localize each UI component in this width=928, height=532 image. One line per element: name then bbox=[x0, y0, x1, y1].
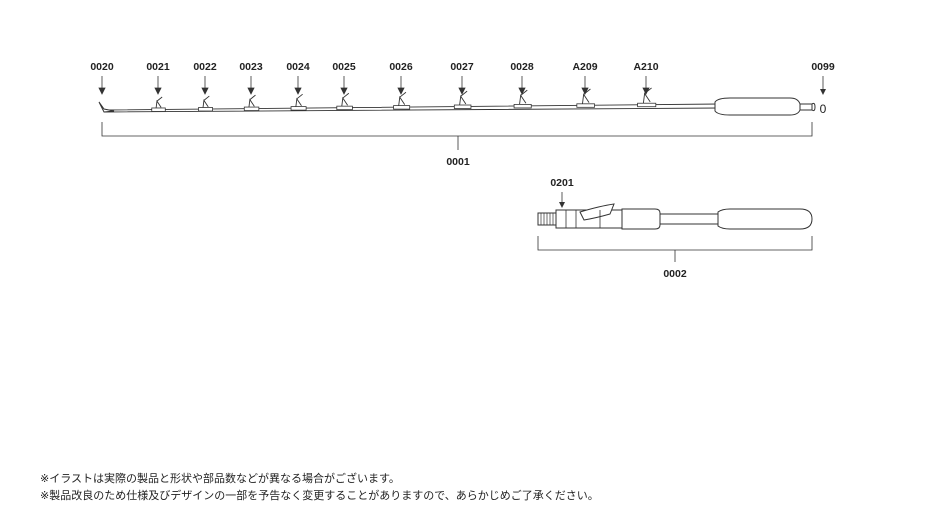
label-0023: 0023 bbox=[239, 61, 263, 73]
guide-foot-0023 bbox=[243, 106, 260, 111]
label-A209: A209 bbox=[572, 61, 597, 73]
arrow-head-0027 bbox=[458, 87, 466, 95]
arrow-head-0023 bbox=[247, 87, 255, 95]
note-1: ※イラストは実際の製品と形状や部品数などが異なる場合がございます。 bbox=[40, 472, 400, 485]
butt-rear-grip bbox=[717, 208, 813, 230]
arrow-head-0028 bbox=[518, 87, 526, 95]
guide-foot-0025 bbox=[336, 105, 353, 111]
butt-section bbox=[537, 203, 813, 230]
label-A210: A210 bbox=[633, 61, 658, 73]
label-0025: 0025 bbox=[332, 61, 356, 73]
label-0024: 0024 bbox=[286, 61, 310, 73]
arrow-head-0025 bbox=[340, 87, 348, 95]
guide-foot-A210 bbox=[637, 102, 657, 108]
label-0002: 0002 bbox=[663, 268, 687, 280]
tip-part-arrows bbox=[98, 76, 650, 95]
butt-reel-hood bbox=[579, 203, 615, 221]
end-symbol: 0 bbox=[820, 102, 827, 116]
guide-foot-0022 bbox=[198, 107, 213, 112]
label-0020: 0020 bbox=[90, 61, 114, 73]
butt-thread-lines bbox=[540, 213, 554, 225]
guide-0026 bbox=[393, 91, 410, 108]
label-0021: 0021 bbox=[146, 61, 170, 73]
label-0099: 0099 bbox=[811, 61, 835, 73]
guide-foot-0027 bbox=[453, 104, 472, 109]
arrow-0201-head bbox=[559, 202, 565, 208]
arrow-head-0020 bbox=[98, 87, 106, 95]
guide-0022 bbox=[198, 95, 213, 110]
arrow-head-0021 bbox=[154, 87, 162, 95]
guide-0024 bbox=[291, 93, 307, 109]
guide-0023 bbox=[244, 94, 259, 110]
butt-seat-rings bbox=[565, 210, 601, 228]
label-0201: 0201 bbox=[550, 177, 574, 189]
butt-shaft bbox=[659, 213, 719, 225]
arrow-head-0022 bbox=[201, 87, 209, 95]
bracket-0002 bbox=[537, 236, 813, 262]
arrow-head-A209 bbox=[581, 87, 589, 95]
tip-blank bbox=[103, 103, 721, 113]
guide-foot-0028 bbox=[513, 104, 532, 109]
bracket-0001 bbox=[101, 122, 813, 150]
tip-part-labels: 0020 0021 0022 0023 0024 0025 0026 0027 0028 A209… bbox=[90, 61, 658, 73]
arrow-head-0024 bbox=[294, 87, 302, 95]
label-0028: 0028 bbox=[510, 61, 534, 73]
tip-grip-end bbox=[799, 103, 813, 111]
note-2: ※製品改良のため仕様及びデザインの一部を予告なく変更することがありますので、あら… bbox=[40, 489, 599, 502]
label-0026: 0026 bbox=[389, 61, 413, 73]
arrow-head-A210 bbox=[642, 87, 650, 95]
arrow-0099-head bbox=[820, 89, 826, 95]
guide-foot-A209 bbox=[576, 103, 595, 108]
guide-0025 bbox=[336, 92, 353, 109]
notes: ※イラストは実際の製品と形状や部品数などが異なる場合がございます。 ※製品改良の… bbox=[40, 470, 599, 504]
label-0027: 0027 bbox=[450, 61, 474, 73]
butt-fore-grip bbox=[621, 208, 661, 230]
label-0022: 0022 bbox=[193, 61, 217, 73]
guide-foot-0024 bbox=[290, 106, 307, 111]
tip-top-guide bbox=[98, 101, 115, 113]
tip-joint bbox=[811, 102, 816, 112]
arrow-head-0026 bbox=[397, 87, 405, 95]
guide-foot-0021 bbox=[151, 107, 166, 112]
tip-grip bbox=[714, 97, 801, 116]
label-0001: 0001 bbox=[446, 156, 470, 168]
guide-foot-0026 bbox=[393, 105, 411, 110]
tip-guides bbox=[151, 87, 657, 112]
